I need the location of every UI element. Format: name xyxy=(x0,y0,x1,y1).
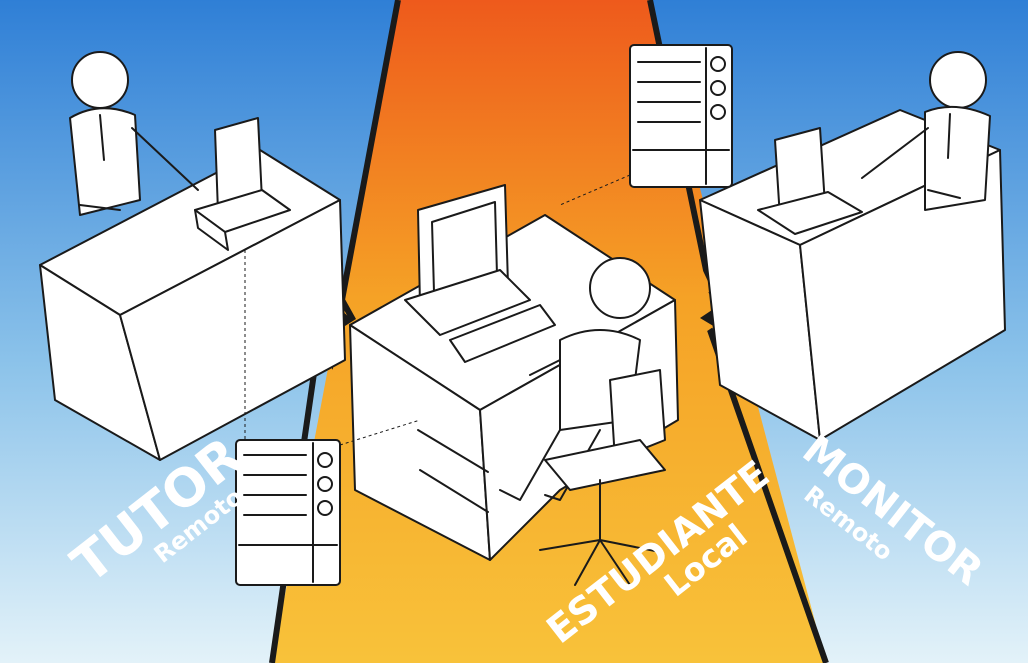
person-icon xyxy=(590,258,650,318)
person-icon xyxy=(72,52,128,108)
chat-panel-icon xyxy=(236,440,340,585)
chat-panel-icon xyxy=(630,45,732,187)
person-icon xyxy=(930,52,986,108)
